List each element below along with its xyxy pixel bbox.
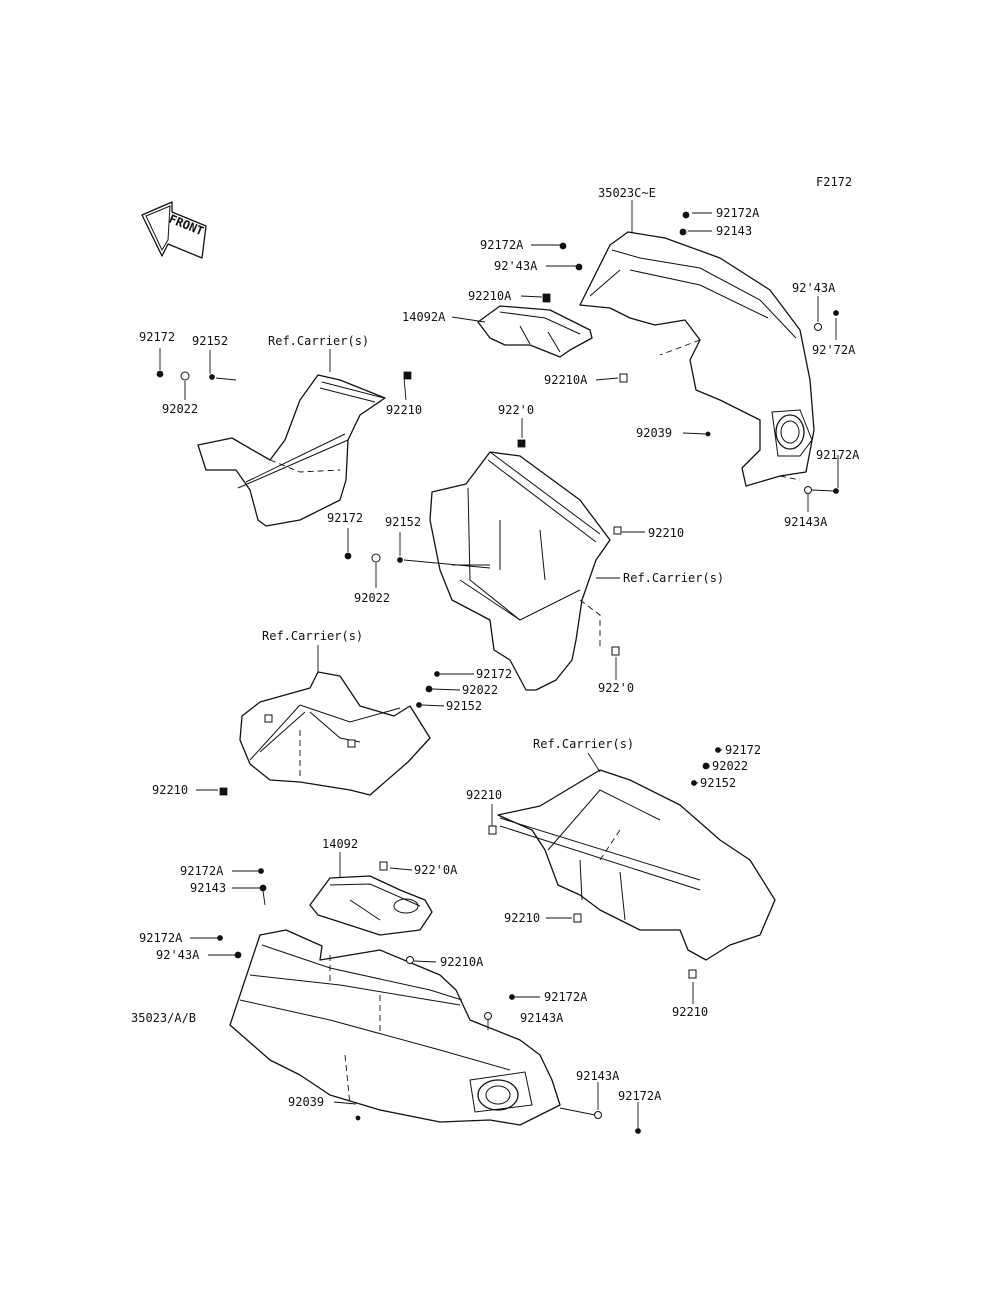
label-92152: 92152 [700, 776, 736, 790]
label-92172a: 92'72A [812, 343, 856, 357]
label-92210a: 92210A [468, 289, 512, 303]
fastener-markers [156, 211, 839, 1134]
label-92172a: 92172A [618, 1089, 662, 1103]
label-92172a: 92172A [544, 990, 588, 1004]
carrier-plate-left [197, 371, 412, 527]
label-14092a: 14092A [402, 310, 446, 324]
label-92172: 92172 [139, 330, 175, 344]
label-92210a: 922'0A [414, 863, 458, 877]
label-92022: 92022 [712, 759, 748, 773]
label-ref-carrier: Ref.Carrier(s) [623, 571, 724, 585]
label-92143a: 92'43A [792, 281, 836, 295]
leader-lines [159, 200, 839, 1128]
label-92143a: 92'43A [156, 948, 200, 962]
label-92172a: 92172A [816, 448, 860, 462]
label-ref-carrier: Ref.Carrier(s) [262, 629, 363, 643]
label-92210a: 92210A [440, 955, 484, 969]
label-92210: 92210 [386, 403, 422, 417]
label-92210: 92210 [672, 1005, 708, 1019]
label-14092: 14092 [322, 837, 358, 851]
label-92210: 922'0 [498, 403, 534, 417]
label-92210a: 92210A [544, 373, 588, 387]
figure-code: F2172 [816, 175, 852, 189]
label-92152: 92152 [385, 515, 421, 529]
label-92152: 92152 [446, 699, 482, 713]
label-92172a: 92172A [180, 864, 224, 878]
label-92022: 92022 [162, 402, 198, 416]
label-92210: 92210 [648, 526, 684, 540]
carrier-tray-right [488, 769, 776, 979]
label-92172a: 92172A [716, 206, 760, 220]
label-92210: 92210 [504, 911, 540, 925]
label-92143: 92143 [190, 881, 226, 895]
label-92172a: 92172A [480, 238, 524, 252]
label-92210: 92210 [152, 783, 188, 797]
part-labels: 35023C~E 92172A 92143 92172A 92'43A 9221… [131, 186, 860, 1109]
label-92172: 92172 [476, 667, 512, 681]
rear-fender-upper [579, 231, 815, 487]
label-35023c-e: 35023C~E [598, 186, 656, 200]
front-arrow-icon: FRONT [141, 201, 207, 259]
label-92143a: 92'43A [494, 259, 538, 273]
label-92172a: 92172A [139, 931, 183, 945]
label-92143a: 92143A [520, 1011, 564, 1025]
label-92039: 92039 [288, 1095, 324, 1109]
label-92152: 92152 [192, 334, 228, 348]
carrier-tray-center [429, 439, 622, 691]
label-92210: 922'0 [598, 681, 634, 695]
label-92022: 92022 [462, 683, 498, 697]
label-92143a: 92143A [576, 1069, 620, 1083]
rear-fender-lower [229, 929, 561, 1126]
label-35023-a-b: 35023/A/B [131, 1011, 196, 1025]
label-92039: 92039 [636, 426, 672, 440]
carrier-plate-mid-left [239, 671, 431, 796]
label-ref-carrier: Ref.Carrier(s) [533, 737, 634, 751]
fender-bracket-upper [477, 293, 593, 358]
label-92172: 92172 [725, 743, 761, 757]
label-ref-carrier: Ref.Carrier(s) [268, 334, 369, 348]
label-92143a: 92143A [784, 515, 828, 529]
label-92022: 92022 [354, 591, 390, 605]
fender-bracket-lower [309, 861, 433, 936]
label-92143: 92143 [716, 224, 752, 238]
label-92210: 92210 [466, 788, 502, 802]
label-92172: 92172 [327, 511, 363, 525]
